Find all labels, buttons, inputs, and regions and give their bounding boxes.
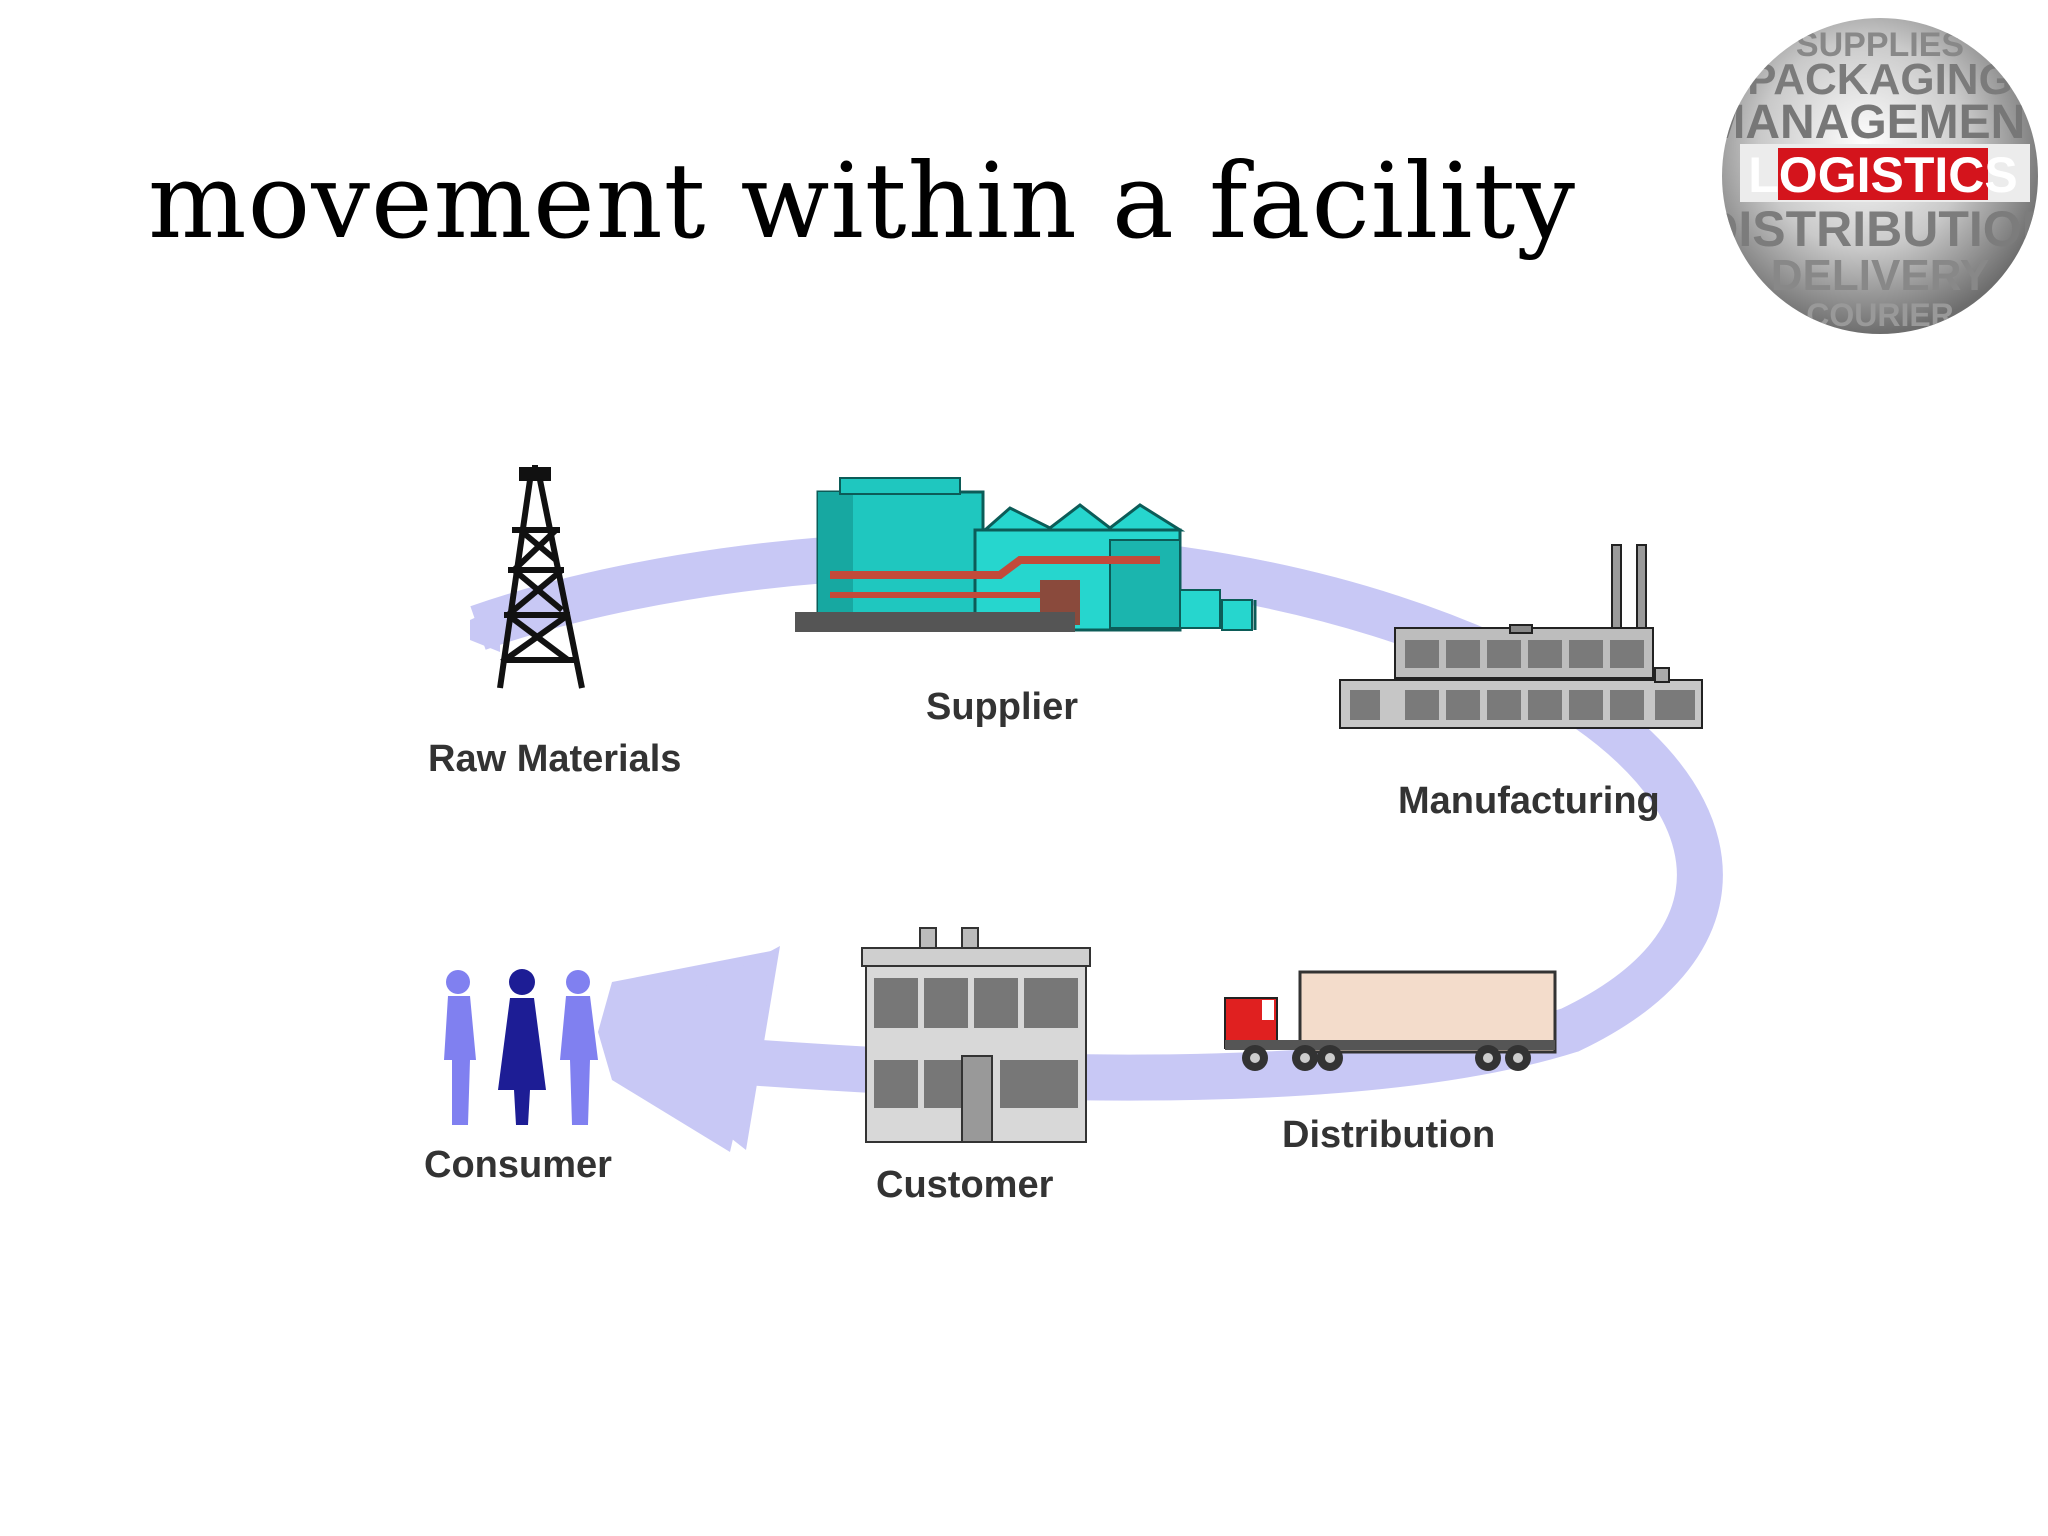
- stage-label-customer: Customer: [876, 1164, 1054, 1206]
- truck-icon: [1224, 970, 1557, 1071]
- logo-accent-bar: [1778, 148, 1988, 200]
- logo-word: MANAGEMENT: [1712, 96, 2046, 149]
- logo-word: SUPPLIES: [1796, 26, 1964, 64]
- logo-word: DELIVERY: [1771, 251, 1989, 300]
- stage-label-manufacturing: Manufacturing: [1398, 780, 1660, 822]
- logo-word: PACKAGING: [1747, 55, 2013, 104]
- flow-tail: [470, 606, 500, 652]
- logo-word-highlight: LOGISTICS: [1748, 147, 2017, 203]
- factory-icon: [1339, 544, 1703, 729]
- stage-label-consumer: Consumer: [424, 1144, 612, 1186]
- store-building-icon: [861, 927, 1091, 1143]
- logistics-sphere-logo: SUPPLIES PACKAGING MANAGEMENT LOGISTICS …: [1712, 18, 2046, 334]
- logo-word: DISTRIBUTION: [1712, 201, 2046, 257]
- stage-label-raw-materials: Raw Materials: [428, 738, 682, 780]
- oil-derrick-icon: [497, 465, 585, 689]
- people-icon: [444, 969, 598, 1125]
- stage-label-supplier: Supplier: [926, 686, 1079, 728]
- industrial-plant-icon: [795, 477, 1257, 632]
- slide-title: movement within a facility: [148, 140, 1577, 262]
- stage-label-distribution: Distribution: [1282, 1114, 1496, 1156]
- flow-arrow-tip: [606, 946, 780, 1150]
